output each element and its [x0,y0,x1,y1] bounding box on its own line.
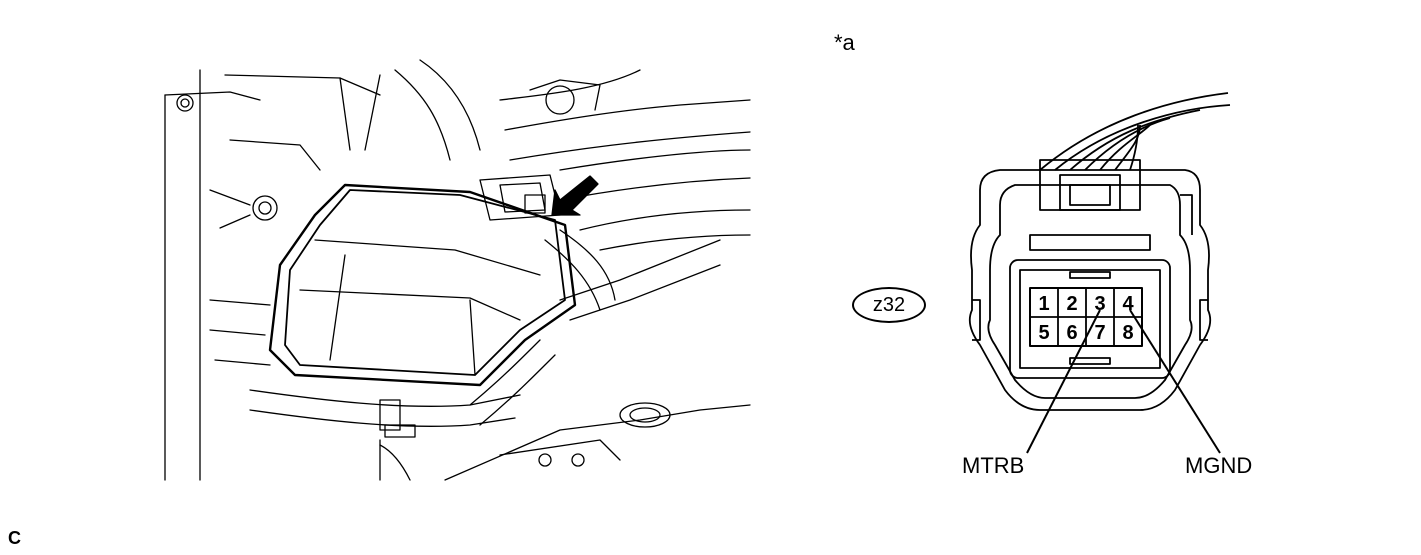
terminal-label-mgnd: MGND [1185,453,1253,478]
pin-1: 1 [1038,293,1049,315]
pin-8: 8 [1122,322,1133,344]
terminal-label-mtrb: MTRB [962,453,1025,478]
pin-2: 2 [1066,293,1077,315]
footer-code: C [8,528,21,548]
connector-code-badge: z32 [852,287,926,323]
pin-3: 3 [1094,293,1105,315]
pin-7: 7 [1094,322,1105,344]
leader-line-mtrb [1026,309,1101,454]
pin-5: 5 [1038,322,1049,344]
leader-line-mgnd [1129,309,1221,454]
pin-4: 4 [1122,293,1134,315]
pin-6: 6 [1066,322,1077,344]
callout-label: *a [834,30,855,55]
